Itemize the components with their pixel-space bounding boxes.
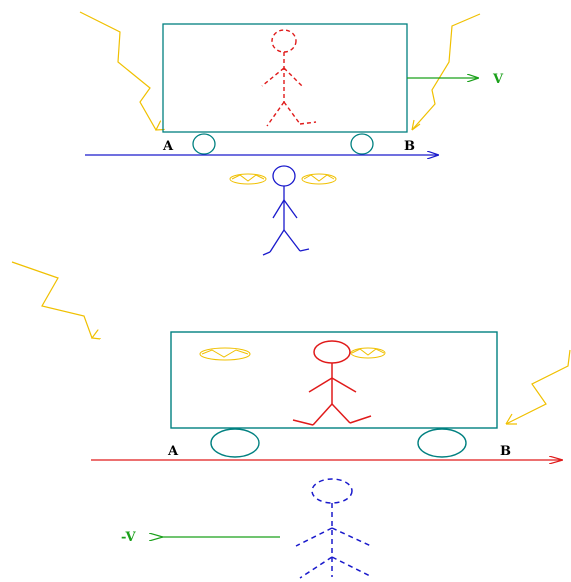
lightning-bolt-right [411, 13, 481, 131]
observer-figure [295, 478, 372, 579]
light-flash-left [229, 173, 267, 185]
passenger-figure [261, 29, 317, 127]
point-a-label: A [167, 444, 179, 459]
velocity-label: -V [121, 530, 136, 545]
lightning-bolt-left [11, 261, 92, 338]
light-flash-left [199, 347, 251, 361]
light-flash-right [350, 347, 386, 359]
passenger-figure [292, 340, 372, 426]
train-car [162, 23, 408, 133]
velocity-label: V [492, 72, 504, 87]
lightning-bolt-right [505, 349, 571, 425]
lightning-bolt-left [79, 11, 156, 130]
train-wheel-right [417, 428, 467, 458]
point-b-label: B [404, 139, 415, 154]
train-wheel-left [192, 133, 216, 155]
point-b-label: B [500, 444, 511, 459]
bottom-scene: A B -V [11, 261, 571, 579]
train-wheel-right [350, 133, 374, 155]
point-a-label: A [162, 139, 174, 154]
light-flash-right [301, 173, 337, 185]
train-car [170, 331, 498, 429]
observer-figure [262, 165, 310, 256]
train-wheel-left [210, 428, 260, 458]
top-scene: A B V [79, 11, 504, 256]
